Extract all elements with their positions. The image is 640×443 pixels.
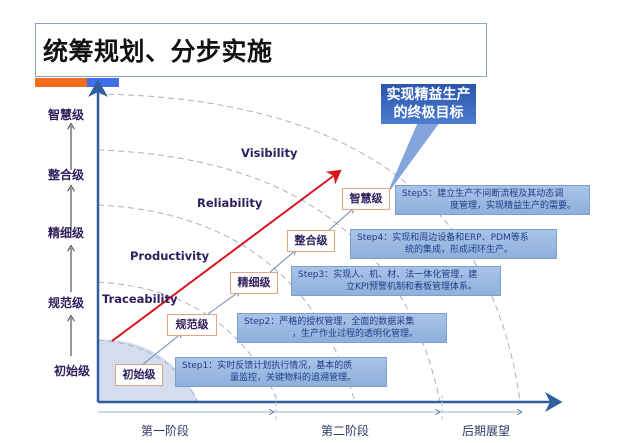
stage-connectors	[141, 208, 354, 366]
level-label-refined: 精细级	[47, 226, 84, 240]
goal-callout: 实现精益生产 的终极目标	[381, 84, 476, 124]
step-box-2: Step2：严格的授权管理，全面的数据采集 ，生产作业过程的透明化管理。	[237, 313, 447, 343]
phase-label-2: 第二阶段	[321, 424, 370, 438]
goal-pointer	[386, 122, 440, 196]
goal-line2: 的终极目标	[393, 105, 464, 121]
step-label: Step3：	[298, 270, 334, 280]
zone-label-productivity: Productivity	[130, 249, 210, 263]
step-box-4: Step4：实现和周边设备和ERP、PDM等系 统的集成，形成闭环生产。	[350, 229, 557, 259]
zone-label-traceability: Traceability	[102, 292, 178, 306]
level-label-initial: 初始级	[53, 364, 90, 378]
step-box-3: Step3：实现人、机、材、法一体化管理，建 立KPI预警机制和看板管理体系。	[291, 266, 501, 296]
step-text-line1: 严格的授权管理，全面的数据采集	[279, 317, 415, 327]
step-box-5: Step5：建立生产不间断流程及其动态调 度管理，实现精益生产的需要。	[395, 185, 590, 215]
phase-label-1: 第一阶段	[141, 424, 190, 438]
level-label-standard: 规范级	[47, 296, 84, 310]
step-text-line1: 实现人、机、材、法一体化管理，建	[333, 270, 478, 280]
step-label: Step5：	[402, 189, 438, 199]
stage-box-standard: 规范级	[167, 314, 217, 336]
step-text-line2: 量监控，关键物料的追溯管理。	[230, 373, 357, 383]
accent-bar-orange	[35, 78, 87, 87]
step-text-line1: 建立生产不间断流程及其动态调	[437, 189, 564, 199]
stage-box-smart: 智慧级	[342, 188, 390, 210]
page-title: 统筹规划、分步实施	[43, 37, 273, 66]
step-text-line2: ，生产作业过程的透明化管理。	[292, 329, 419, 339]
step-label: Step4：	[357, 233, 393, 243]
title-box: 统筹规划、分步实施	[35, 23, 487, 77]
goal-line1: 实现精益生产	[386, 87, 471, 103]
step-text-line2: 度管理，实现精益生产的需要。	[450, 201, 577, 211]
stage-box-initial: 初始级	[115, 364, 163, 386]
step-label: Step1：	[182, 361, 218, 371]
progress-arrow	[111, 169, 342, 342]
step-text-line2: 立KPI预警机制和看板管理体系。	[346, 282, 477, 292]
stage-box-integrated: 整合级	[287, 230, 335, 252]
step-label: Step2：	[244, 317, 280, 327]
stage-box-refined: 精细级	[230, 272, 278, 294]
zone-label-reliability: Reliability	[197, 196, 263, 210]
zone-label-visibility: Visibility	[241, 146, 298, 160]
step-text-line2: 统的集成，形成闭环生产。	[405, 245, 514, 255]
maturity-arcs	[97, 93, 521, 403]
step-box-1: Step1：实时反馈计划执行情况，基本的质 量监控，关键物料的追溯管理。	[175, 357, 387, 387]
level-label-integrated: 整合级	[47, 168, 84, 182]
step-text-line1: 实现和周边设备和ERP、PDM等系	[392, 233, 529, 243]
phase-label-3: 后期展望	[462, 424, 511, 438]
step-text-line1: 实时反馈计划执行情况，基本的质	[217, 361, 353, 371]
level-label-smart: 智慧级	[47, 108, 84, 122]
